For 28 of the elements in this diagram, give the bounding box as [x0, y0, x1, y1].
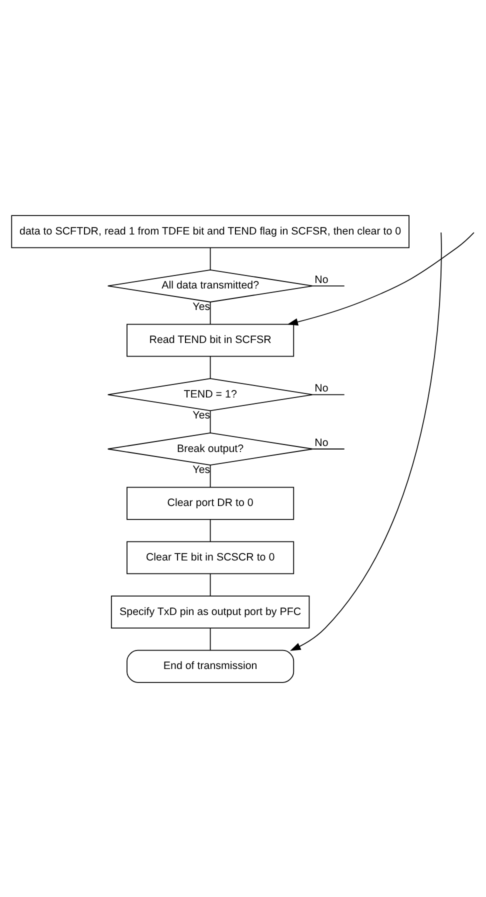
- connector: [210, 246, 211, 270]
- edge-label: Yes: [192, 409, 210, 422]
- node-diamond: TEND = 1?: [107, 378, 314, 411]
- node-box: Clear port DR to 0: [126, 486, 294, 520]
- edge-label: No: [314, 273, 328, 286]
- connector: [312, 448, 345, 449]
- arrow: [287, 232, 474, 326]
- connector: [312, 394, 345, 395]
- node-box: data to SCFTDR, read 1 from TDFE bit and TEND flag in SCFSR, then clear to 0: [11, 214, 410, 248]
- node-diamond: Break output?: [107, 432, 314, 465]
- connector: [210, 301, 211, 324]
- arrow: [290, 232, 442, 650]
- node-box: Read TEND bit in SCFSR: [126, 323, 294, 356]
- connector: [312, 285, 345, 286]
- connector: [210, 518, 211, 542]
- node-box: End of transmission: [126, 649, 294, 682]
- edge-label: Yes: [192, 300, 210, 313]
- connector: [210, 355, 211, 378]
- node-box: Specify TxD pin as output port by PFC: [110, 595, 310, 628]
- connector: [210, 572, 211, 596]
- connector: [210, 410, 211, 433]
- connector: [210, 464, 211, 488]
- node-diamond: All data transmitted?: [107, 268, 314, 302]
- edge-label: No: [314, 436, 328, 448]
- edge-label: No: [314, 382, 328, 394]
- connector: [210, 627, 211, 650]
- edge-label: Yes: [192, 464, 210, 476]
- node-box: Clear TE bit in SCSCR to 0: [126, 540, 294, 574]
